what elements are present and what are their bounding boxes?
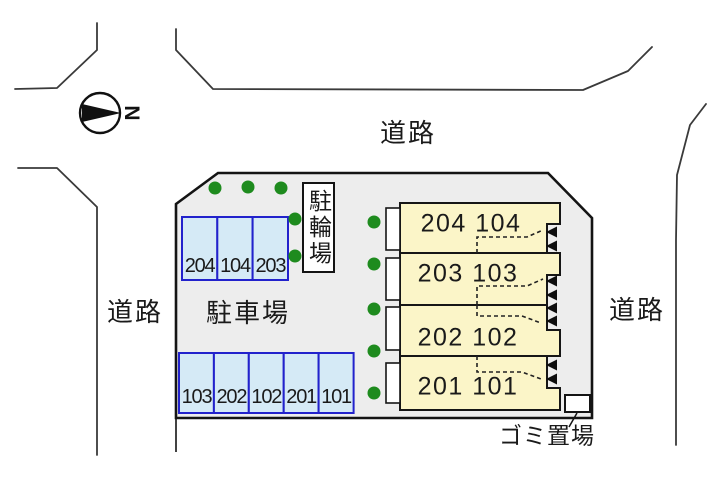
- approach-path: [476, 229, 544, 253]
- stall-number: 203: [255, 255, 287, 277]
- entrance-triangle-icon: [546, 302, 557, 314]
- parking-stall: [216, 216, 254, 281]
- stall-number: 201: [286, 386, 317, 408]
- tree-icon: [208, 181, 222, 195]
- parking-stall: [317, 352, 355, 414]
- unit-rooms-label: 202 102: [417, 323, 519, 352]
- porch: [385, 207, 401, 251]
- parking-group-lower: [178, 352, 355, 414]
- stall-number: 101: [321, 386, 352, 408]
- garbage-callout-line: [568, 412, 578, 428]
- tree-icon: [288, 212, 302, 226]
- road-line-left: [17, 167, 98, 456]
- tree-icon: [367, 302, 381, 316]
- approach-path: [476, 356, 542, 380]
- bicycle-parking-box: [302, 182, 335, 273]
- parking-stall: [181, 216, 219, 281]
- parking-group-upper: [181, 216, 290, 281]
- entrance-triangle-icon: [546, 373, 557, 385]
- entrance-triangle-icon: [546, 240, 557, 252]
- building-porches: [385, 207, 401, 404]
- unit-rooms-label: 204 104: [420, 209, 522, 238]
- trees: [208, 180, 381, 400]
- parking-stall: [178, 352, 215, 414]
- porch: [385, 362, 401, 404]
- tree-icon: [367, 344, 381, 358]
- stall-number: 103: [181, 386, 213, 408]
- tree-icon: [274, 181, 288, 195]
- parking-stall: [247, 352, 285, 414]
- tree-icon: [367, 215, 381, 229]
- entrance-triangle-icon: [546, 289, 557, 301]
- parking-lot-label: 駐車場: [205, 298, 291, 328]
- road-edge-lines: [14, 22, 707, 456]
- road-line-top-left-west: [14, 22, 98, 90]
- entrance-approach-paths: [476, 229, 544, 380]
- garbage-area-label: ゴミ置場: [499, 422, 595, 449]
- tree-icon: [241, 180, 255, 194]
- stall-number: 102: [251, 386, 282, 408]
- tree-icon: [288, 249, 302, 263]
- entrance-triangle-icon: [546, 359, 557, 371]
- road-line-top: [175, 28, 653, 91]
- stall-number: 204: [184, 255, 216, 277]
- road-label-left: 道路: [106, 297, 164, 327]
- entrance-triangle-icon: [546, 275, 557, 287]
- stall-number: 104: [220, 255, 251, 277]
- unit-rooms-label: 203 103: [417, 259, 519, 288]
- parking-stall: [251, 216, 290, 281]
- entrance-triangle-icon: [546, 226, 557, 238]
- compass-north-arrow: [82, 104, 121, 122]
- approach-path: [476, 305, 542, 324]
- unit-rooms-label: 201 101: [417, 372, 519, 401]
- bicycle-parking-label: 駐輪場: [305, 188, 332, 267]
- tree-icon: [367, 386, 381, 400]
- entrance-triangle-icon: [546, 315, 557, 327]
- approach-path: [476, 278, 544, 305]
- compass-north-letter: N: [120, 105, 143, 120]
- building: [399, 202, 561, 411]
- road-label-top: 道路: [379, 118, 437, 148]
- tree-icon: [367, 257, 381, 271]
- entrance-markers: [546, 226, 557, 385]
- compass: N: [78, 91, 143, 135]
- road-line-right: [675, 103, 707, 446]
- building-unit-row4: [399, 355, 561, 411]
- garbage-area-box: [564, 394, 591, 413]
- road-label-right: 道路: [608, 295, 666, 325]
- porch: [385, 257, 401, 301]
- stall-number: 202: [216, 386, 248, 408]
- porch: [385, 306, 401, 351]
